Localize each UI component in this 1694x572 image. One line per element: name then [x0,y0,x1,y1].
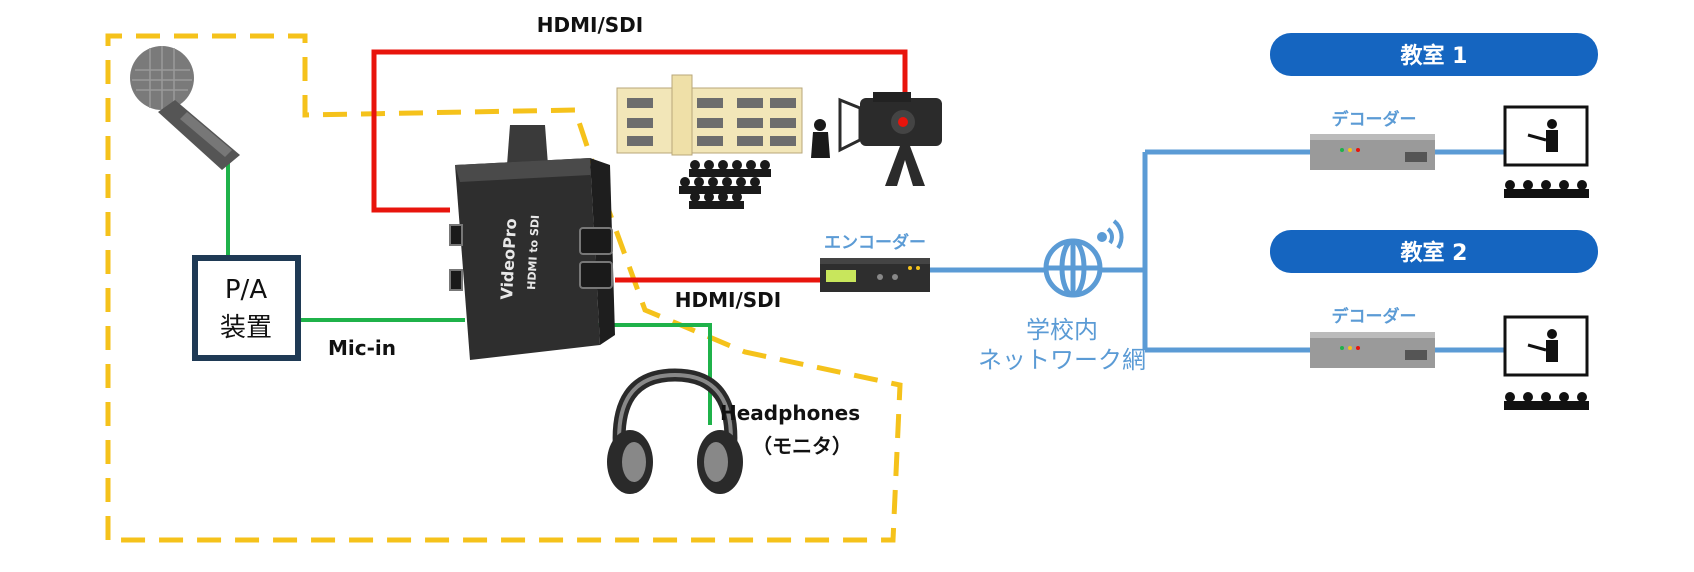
hdmi-sdi-camera-link [371,49,908,213]
classroom-1-pill [1270,33,1598,76]
encoder-device [820,258,930,292]
network-lines [928,149,1505,353]
audience-icon [679,119,830,209]
school-building-icon [616,74,803,156]
hdmi-sdi-mid-label: HDMI/SDI [675,288,781,312]
hdmi-sdi-converter: VideoPro HDMI to SDI [449,125,615,360]
pa-label-line1: P/A [225,275,267,305]
headphones-label: Headphones [720,401,860,425]
globe-network-icon [1043,238,1103,298]
decoder-1-device [1310,134,1435,170]
device-model: HDMI to SDI [525,215,542,291]
decoder-1-label: デコーダー [1332,109,1417,130]
lecturer-screen-icon [1503,105,1589,198]
network-label-line2: ネットワーク網 [978,346,1146,374]
pa-label-line2: 装置 [220,313,272,343]
microphone-icon [130,46,240,170]
pa-device-box [192,255,301,361]
hdmi-sdi-top-label: HDMI/SDI [537,13,643,37]
monitor-label: （モニタ） [752,434,852,458]
classroom-2-pill [1270,230,1598,273]
classroom-1-label: 教室 1 [1401,43,1468,69]
wifi-signal-icon [1097,219,1124,250]
mic-in-label: Mic-in [328,336,396,360]
video-camera-icon [838,92,942,186]
classroom-2-label: 教室 2 [1401,240,1468,266]
decoder-2-device [1310,332,1435,368]
network-label-line1: 学校内 [1026,316,1098,344]
device-brand: VideoPro [497,218,520,300]
encoder-label: エンコーダー [824,232,926,253]
decoder-2-label: デコーダー [1332,306,1417,327]
headphones-icon [607,368,743,494]
lecturer-screen-icon [1503,315,1589,410]
